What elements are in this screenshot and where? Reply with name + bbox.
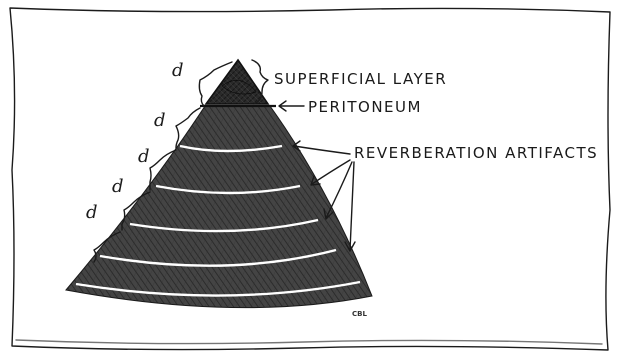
spacing-label-5: d <box>86 202 98 223</box>
reverberation-arrow-1 <box>293 141 350 154</box>
spacing-label-4: d <box>112 176 124 197</box>
superficial-layer-label: SUPERFICIAL LAYER <box>274 70 447 88</box>
peritoneum-arrow <box>279 101 304 111</box>
superficial-layer-triangle <box>206 60 268 104</box>
reverberation-artifacts-label: REVERBERATION ARTIFACTS <box>354 144 598 162</box>
spacing-label-3: d <box>138 146 150 167</box>
artist-signature: CBL <box>352 310 367 318</box>
peritoneum-label: PERITONEUM <box>308 98 422 116</box>
paper-border-shadow <box>16 340 602 344</box>
spacing-label-2: d <box>154 110 166 131</box>
spacing-label-1: d <box>172 60 184 81</box>
